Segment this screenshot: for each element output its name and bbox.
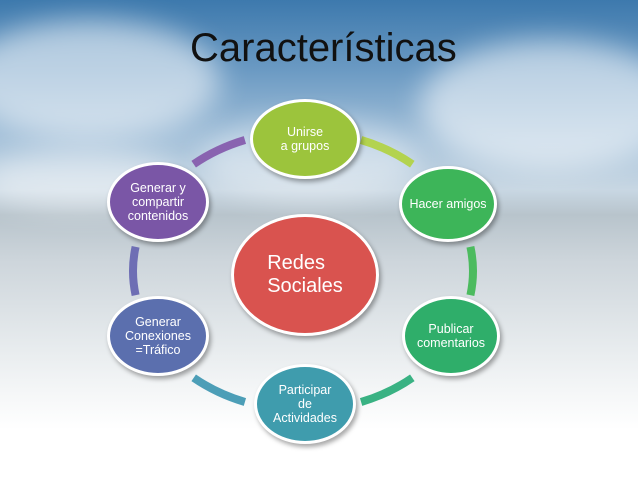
node-participar: Participar de Actividades <box>254 364 356 444</box>
ring-connector <box>191 136 247 168</box>
center-node-label: Redes Sociales <box>267 252 343 297</box>
node-generar-compartir: Generar y compartir contenidos <box>107 162 209 242</box>
node-unirse-label: Unirse a grupos <box>280 125 330 153</box>
cloud-shape <box>420 40 638 170</box>
ring-connector <box>359 374 415 406</box>
cloud-shape <box>0 20 220 140</box>
ring-connector <box>359 136 415 168</box>
slide-title: Características <box>190 26 457 70</box>
center-node: Redes Sociales <box>231 214 379 336</box>
node-hacer-amigos: Hacer amigos <box>399 166 497 242</box>
node-hacer-amigos-label: Hacer amigos <box>409 197 487 211</box>
node-publicar: Publicar comentarios <box>402 296 500 376</box>
node-conexiones: Generar Conexiones =Tráfico <box>107 296 209 376</box>
node-participar-label: Participar de Actividades <box>273 383 337 425</box>
ring-connector <box>191 374 247 406</box>
node-generar-compartir-label: Generar y compartir contenidos <box>127 181 189 223</box>
node-conexiones-label: Generar Conexiones =Tráfico <box>124 315 191 357</box>
node-publicar-label: Publicar comentarios <box>416 322 486 350</box>
node-unirse: Unirse a grupos <box>250 99 360 179</box>
ring-connector <box>466 245 477 297</box>
ring-connector <box>129 245 140 297</box>
